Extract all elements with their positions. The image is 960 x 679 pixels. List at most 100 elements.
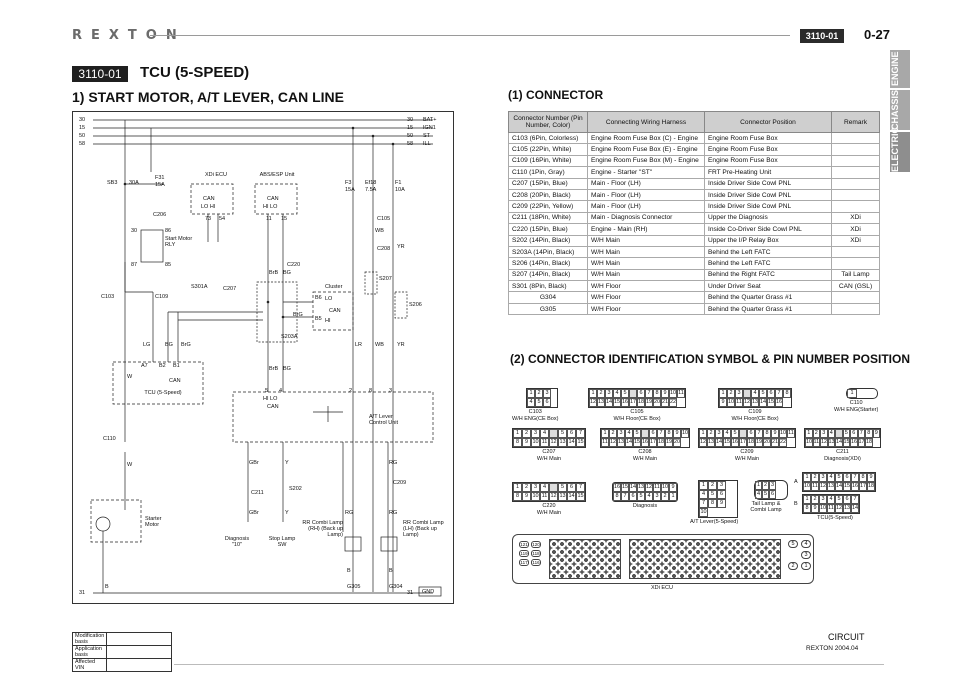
table-cell: Inside Driver Side Cowl PNL xyxy=(704,200,832,213)
pin: 7 xyxy=(755,429,763,438)
pin: 12 xyxy=(820,438,828,447)
label-pin-3: 3 xyxy=(389,388,393,394)
table-cell: Engine - Starter "ST" xyxy=(587,166,705,179)
revision-label: Affected VIN xyxy=(71,658,108,672)
label-ef18: Ef18 xyxy=(365,180,377,186)
pin: 20 xyxy=(653,398,661,407)
table-cell: Engine - Main (RH) xyxy=(587,223,705,236)
pin: 10 xyxy=(661,483,669,492)
table-cell: Behind the Quarter Grass #1 xyxy=(704,291,832,304)
revision-table: Modification basis Application basis Aff… xyxy=(71,632,172,672)
tab-engine[interactable]: ENGINE xyxy=(890,50,910,88)
table-cell: C208 (20Pin, Black) xyxy=(508,188,588,202)
pin-key xyxy=(641,429,649,438)
pin: 10 xyxy=(779,429,787,438)
table-cell: G304 xyxy=(508,291,588,304)
ecu-pin: 120 xyxy=(531,541,541,548)
label-lr: LR xyxy=(355,342,363,348)
tab-chassis[interactable]: CHASSIS xyxy=(890,90,910,130)
page-number: 0-27 xyxy=(864,27,891,42)
rail-label-r15: 15 xyxy=(407,125,414,131)
table-cell xyxy=(831,166,880,179)
pin: 4 xyxy=(827,495,835,504)
label-f31-amps: 15A xyxy=(155,182,165,188)
pin: 16 xyxy=(613,483,621,492)
tab-electric[interactable]: ELECTRIC xyxy=(890,127,910,172)
pin: 2 xyxy=(661,492,669,501)
pin: 2 xyxy=(535,389,543,398)
pin: 10 xyxy=(819,504,827,513)
label-pin-15: 15 xyxy=(281,216,288,222)
pin: 4 xyxy=(723,429,731,438)
revision-value xyxy=(106,632,172,646)
pin: 1 xyxy=(805,429,813,438)
table-cell: Inside Driver Side Cowl PNL xyxy=(704,177,832,190)
pin: 7 xyxy=(645,389,653,398)
label-pin-11: 11 xyxy=(266,216,272,222)
rail-label-58: 58 xyxy=(79,141,86,147)
pin: 4 xyxy=(827,429,835,438)
table-row: C110 (1Pin, Gray)Engine - Starter "ST"FR… xyxy=(508,166,880,179)
label-rr-combi-lh: RR Combi Lamp (LH) (Back up Lamp) xyxy=(403,520,444,538)
label-c206: C206 xyxy=(153,212,167,218)
pin: 18 xyxy=(657,438,665,447)
table-row: C220 (15Pin, Blue)Engine - Main (RH)Insi… xyxy=(508,223,880,236)
pin: 1 xyxy=(803,473,811,482)
label-can-5: CAN xyxy=(267,404,279,410)
label-c109: C109 xyxy=(155,294,169,300)
label-s206: S206 xyxy=(409,302,422,308)
label-s301a: S301A xyxy=(191,284,208,290)
pin: 12 xyxy=(589,398,597,407)
pin: 3 xyxy=(820,429,828,438)
pin: 13 xyxy=(827,482,835,491)
pin: 11 xyxy=(812,438,820,447)
pin: 10 xyxy=(727,398,735,407)
pin: 2 xyxy=(762,481,769,490)
pin: 4 xyxy=(755,490,762,499)
rexton-logo: REXTON xyxy=(72,28,186,43)
pin: 13 xyxy=(597,398,605,407)
pin: 21 xyxy=(771,438,779,447)
label-rg3: RG xyxy=(389,510,398,516)
label-yr: YR xyxy=(397,244,405,250)
table-cell: W/H Main xyxy=(587,268,705,282)
pin: 6 xyxy=(543,398,551,407)
pin-key xyxy=(739,429,747,438)
pin: 12 xyxy=(819,482,827,491)
pin: 17 xyxy=(859,482,867,491)
pin: 6 xyxy=(637,389,645,398)
pin: 1 xyxy=(699,481,708,490)
pin: 13 xyxy=(637,483,645,492)
pin: 3 xyxy=(717,481,726,490)
connector-label: Tail Lamp & Combi Lamp xyxy=(750,501,782,513)
pin: 9 xyxy=(771,429,779,438)
pin: 14 xyxy=(625,438,633,447)
pin: 19 xyxy=(755,438,763,447)
label-hilo-3: HI LO xyxy=(263,396,278,402)
title-code-badge: 3110-01 xyxy=(72,66,128,82)
table-cell: CAN (GSL) xyxy=(831,280,880,293)
label-brg: BrG xyxy=(293,312,303,318)
connector-sublabel: W/H ENG(Starter) xyxy=(834,407,879,413)
pin: 14 xyxy=(715,438,723,447)
label-rg2: RG xyxy=(345,510,354,516)
pin: 8 xyxy=(513,438,522,447)
label-f1-amps: 10A xyxy=(395,187,405,193)
table-cell: C110 (1Pin, Gray) xyxy=(508,166,588,179)
table-cell: Engine Room Fuse Box xyxy=(704,131,832,145)
label-y: Y xyxy=(285,460,289,466)
table-row: C208 (20Pin, Black)Main - Floor (LH)Insi… xyxy=(508,188,880,202)
pin: 10 xyxy=(681,429,689,438)
pin: 6 xyxy=(769,490,776,499)
pin: 19 xyxy=(645,398,653,407)
pin: 7 xyxy=(857,429,865,438)
pin: 13 xyxy=(827,438,835,447)
pin: 13 xyxy=(707,438,715,447)
label-hilo-2: HI LO xyxy=(263,204,278,210)
